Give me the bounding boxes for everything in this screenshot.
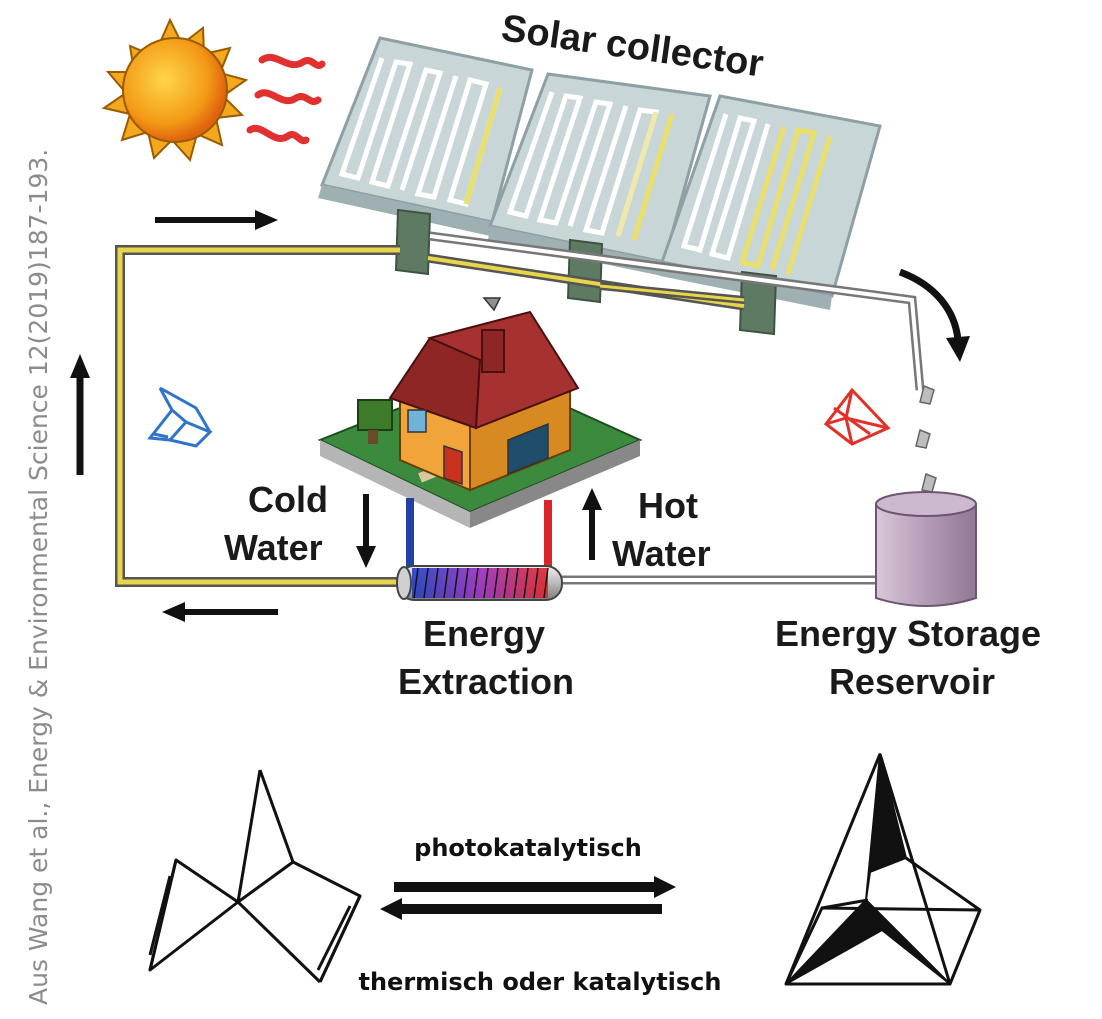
energy-storage-label-line2: Reservoir xyxy=(829,661,995,702)
reverse-reaction-label: thermisch oder katalytisch xyxy=(359,968,722,996)
hot-water-arrow-up-icon xyxy=(582,488,602,560)
hot-loop-pipe xyxy=(429,231,925,585)
energy-extraction-label-line2: Extraction xyxy=(398,661,574,702)
panel-support-3 xyxy=(738,270,778,336)
flow-arrow-left-icon xyxy=(162,602,278,622)
flow-arrow-up-icon xyxy=(70,354,90,475)
solar-collector-label: Solar collector xyxy=(499,7,766,85)
norbornadiene-molecule-icon xyxy=(147,386,213,448)
energy-storage-label-line1: Energy Storage xyxy=(775,613,1041,654)
source-credit: Aus Wang et al., Energy & Environmental … xyxy=(24,149,53,1005)
cold-loop-pipe xyxy=(115,245,745,587)
cold-water-label-line2: Water xyxy=(224,527,323,568)
sun-rays-icon xyxy=(246,54,326,145)
forward-reaction-label: photokatalytisch xyxy=(414,834,642,862)
flow-arrow-curved-down-icon xyxy=(898,268,970,362)
flow-arrow-right-icon xyxy=(155,210,278,230)
energy-storage-reservoir-icon xyxy=(875,491,977,607)
drip-droplets-icon xyxy=(915,384,937,493)
panel-support-1 xyxy=(394,208,432,276)
norbornadiene-structure xyxy=(148,769,362,984)
solar-collector-panels xyxy=(318,36,882,336)
heat-exchanger-icon xyxy=(396,498,563,601)
hot-water-label-line1: Hot xyxy=(638,485,698,526)
cold-water-arrow-down-icon xyxy=(356,494,376,568)
house-icon xyxy=(317,297,643,528)
quadricyclane-molecule-icon xyxy=(823,387,891,446)
quadricyclane-structure xyxy=(784,753,982,986)
equilibrium-arrows-icon xyxy=(380,876,676,920)
panel-support-2 xyxy=(566,238,604,304)
cold-water-label-line1: Cold xyxy=(248,479,328,520)
energy-extraction-label-line1: Energy xyxy=(423,613,545,654)
sun-icon xyxy=(101,17,249,163)
hot-water-label-line2: Water xyxy=(612,533,711,574)
